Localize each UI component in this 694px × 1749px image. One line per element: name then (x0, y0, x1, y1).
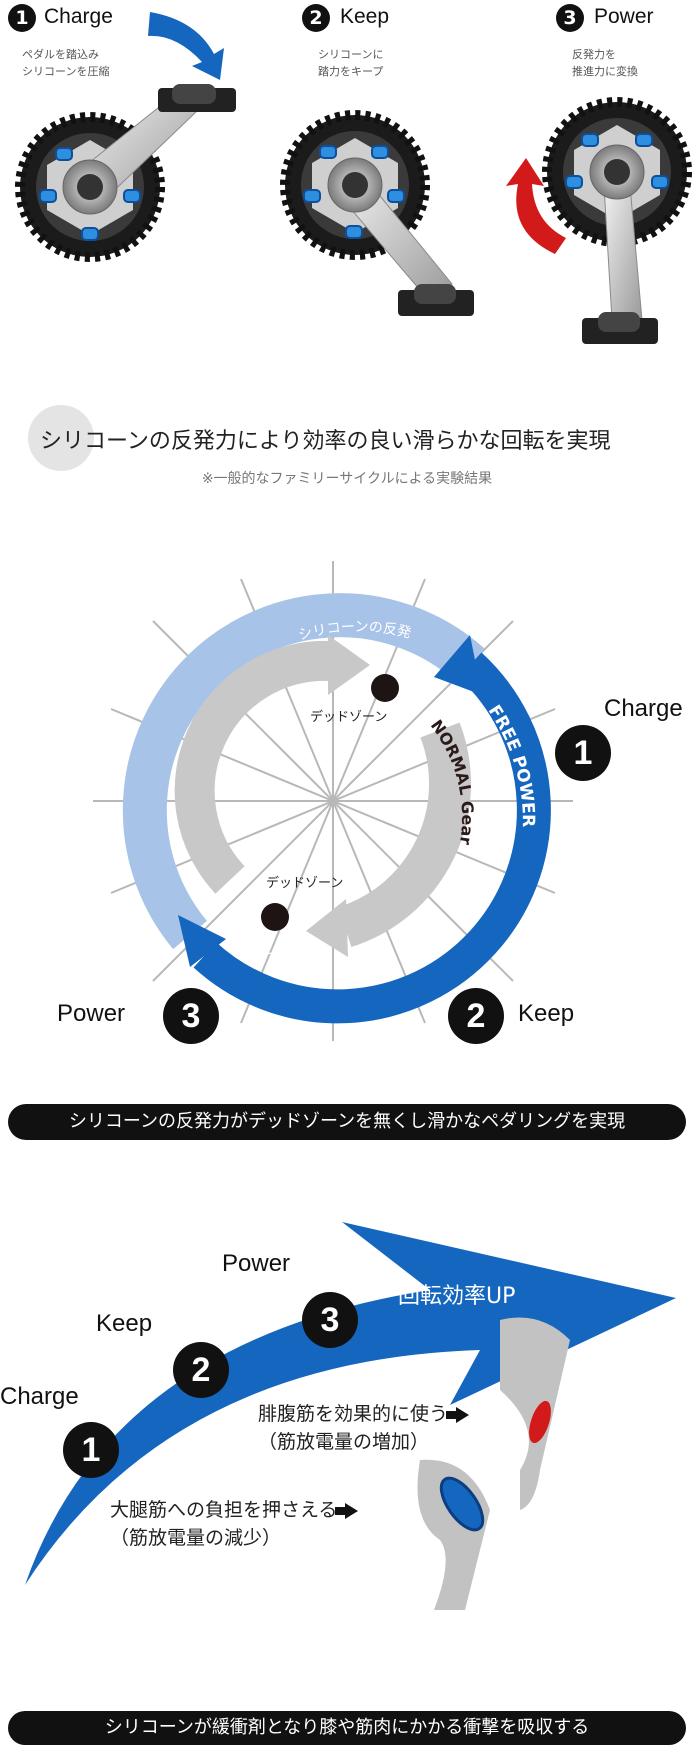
muscle-down-line-2: （筋放電量の減少） (110, 1527, 282, 1549)
pedal-cycle-diagram: シリコーンの反発 シリコーンの反発 FREE POWER NORMAL Gear… (93, 561, 573, 1041)
normal-gear-arc-right (338, 722, 471, 948)
banner-shock-absorb: シリコーンが緩衝剤となり膝や筋肉にかかる衝撃を吸収する (8, 1711, 686, 1745)
step-3-number: 3 (556, 4, 584, 32)
arrow-right-icon (446, 1406, 470, 1423)
step-1-title: Charge (44, 5, 113, 28)
muscle-down-line-1: 大腿筋への負担を押さえる (110, 1499, 338, 1521)
efficiency-arrow (25, 1222, 676, 1610)
crank-2-icon (280, 110, 474, 316)
efficiency-step-3: 3 (302, 1292, 358, 1348)
crank-3-icon (506, 97, 692, 344)
efficiency-power-label: Power (222, 1250, 291, 1277)
step-3-desc: 反発力を 推進力に変換 (572, 48, 638, 78)
step-2-number: 2 (302, 4, 330, 32)
arrow-right-icon (335, 1502, 359, 1519)
muscle-up-text: 腓腹筋を効果的に使う （筋放電量の増加） (258, 1400, 470, 1456)
cycle-charge-label: Charge (604, 695, 683, 722)
lower-leg-illustration (417, 1459, 490, 1610)
crank-1-icon (15, 12, 236, 262)
step-1-number: 1 (8, 4, 36, 32)
dead-zone-label-1: デッドゾーン (310, 709, 387, 725)
crank-illustrations (15, 12, 692, 344)
muscle-up-line-1: 腓腹筋を効果的に使う (258, 1403, 449, 1425)
step-2-title: Keep (340, 5, 390, 28)
step-1-desc: ペダルを踏込み シリコーンを圧縮 (22, 48, 110, 78)
efficiency-step-2: 2 (173, 1342, 229, 1398)
step-2-desc: シリコーンに 踏力をキープ (318, 48, 384, 78)
silicone-rebound-arc-light (122, 593, 485, 950)
efficiency-charge-label: Charge (0, 1383, 79, 1410)
power-arrowhead (178, 915, 226, 967)
muscle-down-text: 大腿筋への負担を押さえる （筋放電量の減少） (110, 1496, 359, 1552)
headline: シリコーンの反発力により効率の良い滑らかな回転を実現 (40, 429, 611, 454)
dead-zone-dot-1 (371, 674, 399, 702)
cycle-power-label: Power (57, 1000, 126, 1027)
efficiency-step-1: 1 (63, 1422, 119, 1478)
cycle-keep-label: Keep (518, 1000, 575, 1027)
efficiency-keep-label: Keep (96, 1310, 153, 1337)
dead-zone-label-2: デッドゾーン (266, 875, 343, 891)
normal-gear-arc-left (174, 640, 331, 894)
banner-dead-zone: シリコーンの反発力がデッドゾーンを無くし滑かなペダリングを実現 (8, 1104, 686, 1140)
headline-decor (28, 405, 94, 471)
experiment-note: ※一般的なファミリーサイクルによる実験結果 (201, 471, 493, 487)
cycle-step-3: 3 (163, 988, 219, 1044)
free-power-arc (193, 652, 551, 1024)
efficiency-up-label: 回転効率UP (398, 1284, 516, 1309)
muscle-up-line-2: （筋放電量の増加） (258, 1431, 430, 1453)
dead-zone-dot-2 (261, 903, 289, 931)
upper-leg-illustration (500, 1317, 570, 1510)
cycle-step-1: 1 (555, 725, 611, 781)
cycle-step-2: 2 (448, 988, 504, 1044)
free-power-arrowhead (434, 635, 482, 695)
step-3-title: Power (594, 5, 654, 28)
